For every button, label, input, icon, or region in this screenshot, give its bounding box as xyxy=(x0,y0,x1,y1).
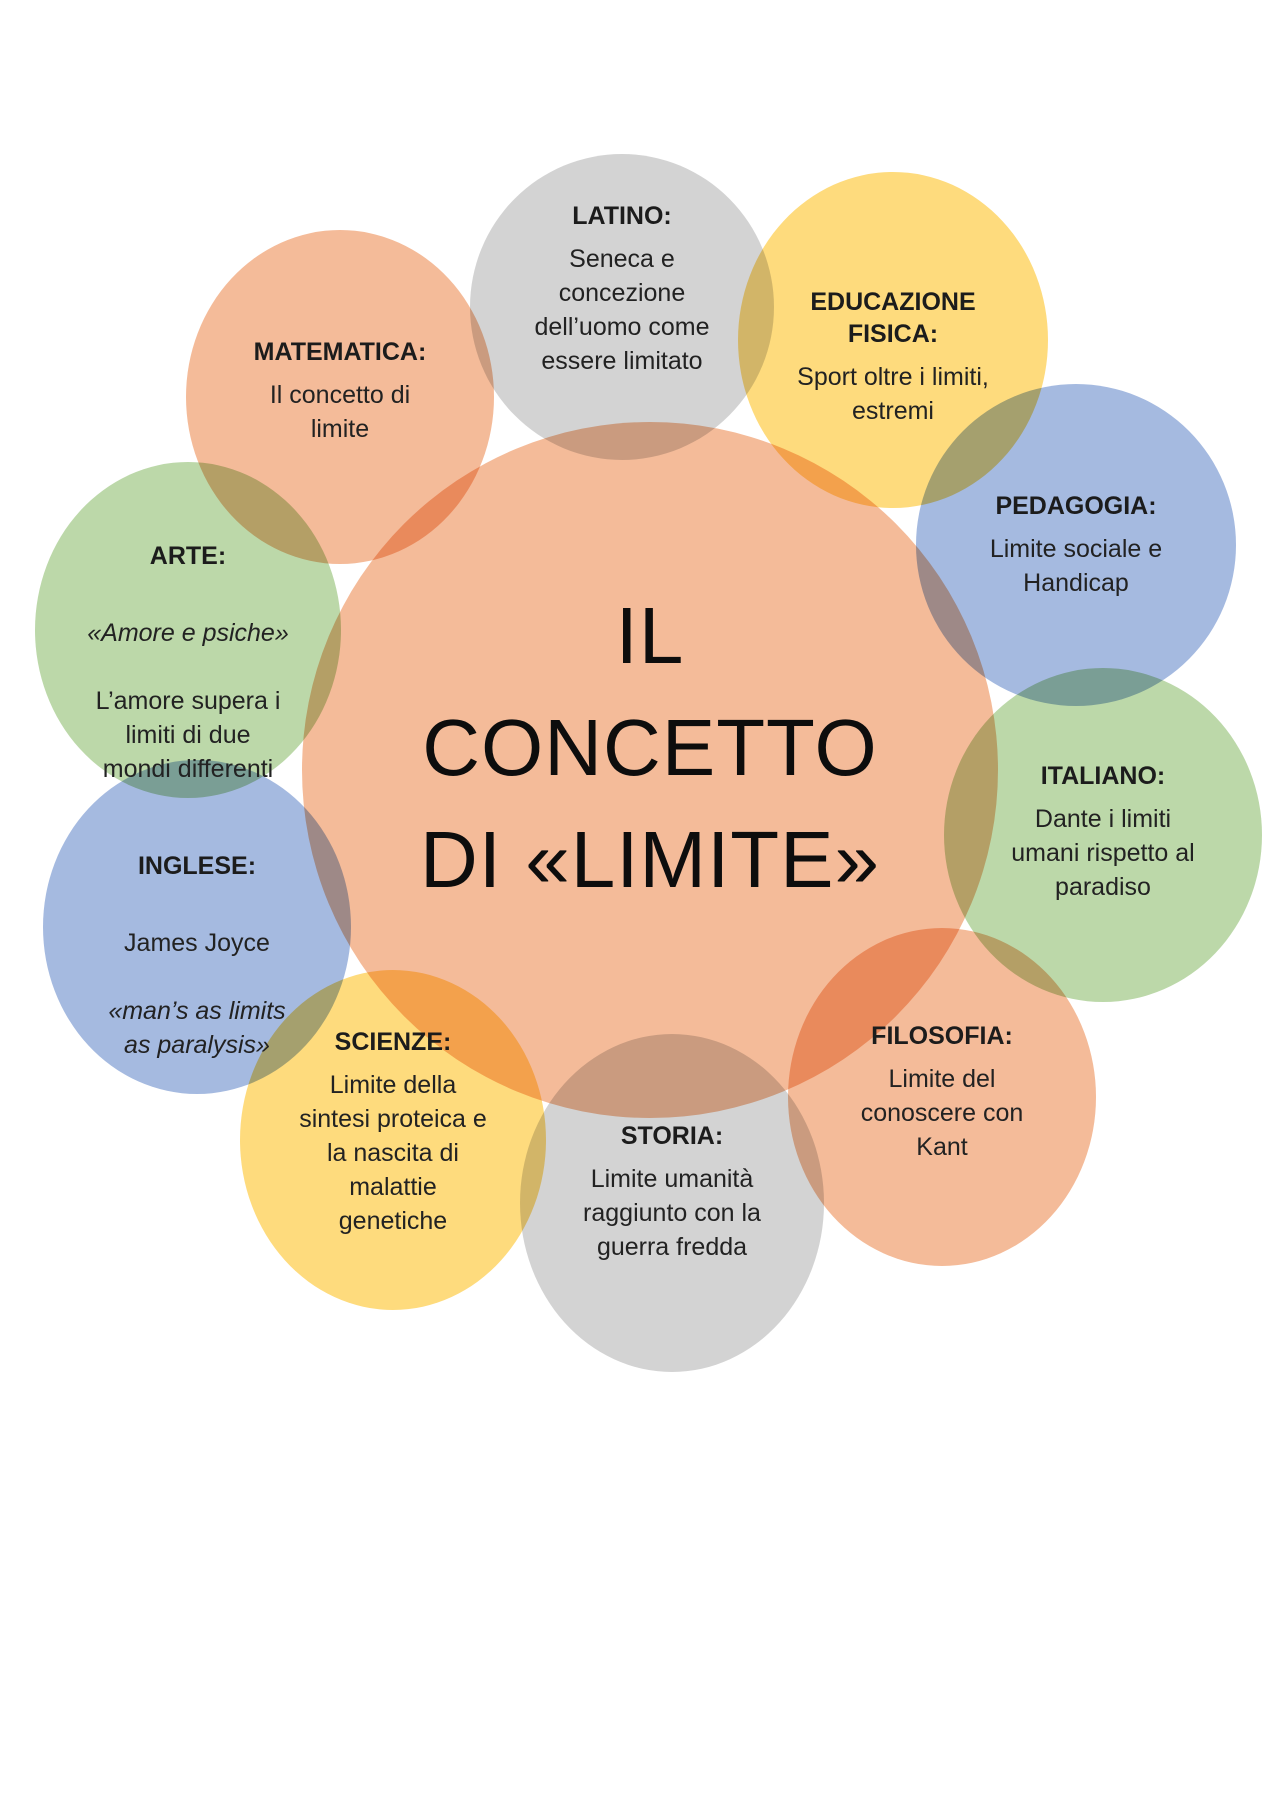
filosofia-circle xyxy=(788,928,1096,1266)
node-title: LATINO: xyxy=(572,202,672,230)
node-body-quote: «Amore e psiche» xyxy=(87,619,289,647)
center-title: IL CONCETTO DI «LIMITE» xyxy=(419,591,881,904)
matematica-circle xyxy=(186,230,494,564)
node-arte: ARTE: «Amore e psiche» L’amore supera i … xyxy=(35,540,341,820)
node-body: Sport oltre i limiti, estremi xyxy=(797,363,989,425)
node-body-quote: «man’s as limits as paralysis» xyxy=(108,997,286,1059)
node-title: ITALIANO: xyxy=(1040,762,1166,790)
node-matematica: MATEMATICA: Il concetto di limite xyxy=(186,336,494,446)
latino-circle xyxy=(470,154,774,460)
node-body: Il concetto di limite xyxy=(269,381,411,443)
storia-circle xyxy=(520,1034,824,1372)
node-latino: LATINO: Seneca e concezione dell’uomo co… xyxy=(470,200,774,378)
node-body: Limite della sintesi proteica e la nasci… xyxy=(299,1071,487,1235)
node-body: Limite sociale e Handicap xyxy=(989,535,1163,597)
node-title: INGLESE: xyxy=(137,852,257,880)
node-body: James Joyce «man’s as limits as paralysi… xyxy=(108,892,285,1096)
node-title: STORIA: xyxy=(620,1122,724,1150)
node-title: EDUCAZIONE FISICA: xyxy=(810,288,976,348)
node-title: FILOSOFIA: xyxy=(871,1022,1013,1050)
node-filosofia: FILOSOFIA: Limite del conoscere con Kant xyxy=(788,1020,1096,1164)
node-italiano: ITALIANO: Dante i limiti umani rispetto … xyxy=(944,760,1262,904)
node-body: Limite umanità raggiunto con la guerra f… xyxy=(583,1165,761,1261)
node-storia: STORIA: Limite umanità raggiunto con la … xyxy=(520,1120,824,1264)
node-body-plain: James Joyce xyxy=(124,929,270,957)
node-title: PEDAGOGIA: xyxy=(995,492,1157,520)
node-title: ARTE: xyxy=(149,542,227,570)
node-pedagogia: PEDAGOGIA: Limite sociale e Handicap xyxy=(916,490,1236,600)
node-inglese: INGLESE: James Joyce «man’s as limits as… xyxy=(43,850,351,1096)
node-body: Dante i limiti umani rispetto al paradis… xyxy=(1011,805,1195,901)
inglese-circle xyxy=(43,760,351,1094)
pedagogia-circle xyxy=(916,384,1236,706)
node-body-plain: L’amore supera i limiti di due mondi dif… xyxy=(95,687,281,783)
node-educazione-fisica: EDUCAZIONE FISICA: Sport oltre i limiti,… xyxy=(738,286,1048,428)
node-body: Seneca e concezione dell’uomo come esser… xyxy=(534,245,710,375)
node-scienze: SCIENZE: Limite della sintesi proteica e… xyxy=(240,1026,546,1238)
node-body: Limite del conoscere con Kant xyxy=(860,1065,1024,1161)
node-title: SCIENZE: xyxy=(334,1028,452,1056)
node-title: MATEMATICA: xyxy=(253,338,427,366)
node-body: «Amore e psiche» L’amore supera i limiti… xyxy=(87,582,289,820)
